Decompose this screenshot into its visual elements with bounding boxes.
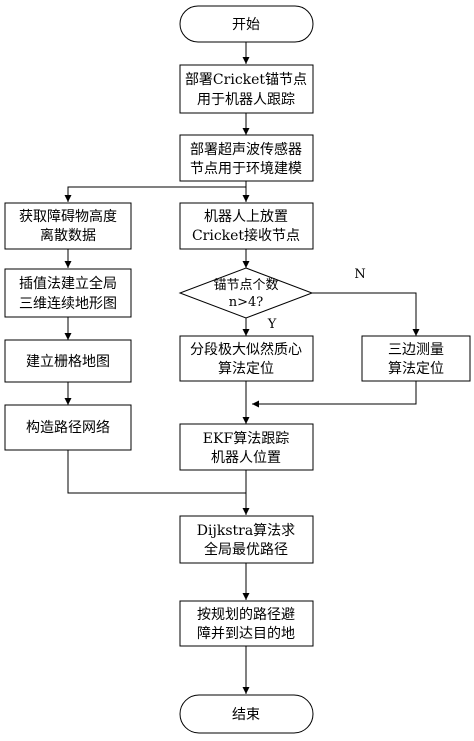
- node-grid-map: 建立栅格地图: [4, 339, 132, 383]
- deploy-ultrasonic-line-1: 部署超声波传感器: [190, 141, 302, 158]
- path-network-label: 构造路径网络: [26, 420, 110, 436]
- mle-centroid-line-1: 分段极大似然质心: [190, 341, 302, 358]
- end-label: 结束: [232, 707, 260, 723]
- node-trilateration: 三边测量 算法定位: [361, 335, 471, 382]
- edge-label-yes: Y: [267, 317, 277, 332]
- deploy-cricket-line-1: 部署Cricket锚节点: [185, 72, 307, 88]
- ekf-tracking-line-1: EKF算法跟踪: [203, 431, 289, 447]
- node-end: 结束: [179, 694, 314, 734]
- edges: [64, 42, 420, 694]
- robot-receiver-line-1: 机器人上放置: [204, 209, 288, 225]
- node-anchor-decision: 锚节点个数 n>4?: [178, 267, 314, 319]
- node-deploy-ultrasonic: 部署超声波传感器 节点用于环境建模: [179, 134, 314, 182]
- robot-receiver-box: [179, 202, 314, 250]
- mle-centroid-box: [179, 335, 314, 382]
- start-terminal-shape: [179, 5, 314, 43]
- node-path-network: 构造路径网络: [4, 404, 132, 451]
- obstacle-height-box: [4, 202, 132, 250]
- dijkstra-box: [179, 515, 314, 564]
- ekf-tracking-line-2: 机器人位置: [211, 450, 281, 466]
- interpolation-line-1: 插值法建立全局: [19, 275, 117, 292]
- robot-receiver-line-2: Cricket接收节点: [192, 227, 300, 244]
- trilateration-line-1: 三边测量: [388, 342, 444, 358]
- grid-map-label: 建立栅格地图: [26, 354, 110, 370]
- node-avoid-obstacle: 按规划的路径避 障并到达目的地: [179, 600, 314, 647]
- deploy-cricket-box: [179, 64, 314, 114]
- node-interpolation: 插值法建立全局 三维连续地形图: [4, 268, 132, 318]
- node-robot-receiver: 机器人上放置 Cricket接收节点: [179, 202, 314, 250]
- dijkstra-line-2: 全局最优路径: [204, 541, 288, 558]
- node-start: 开始: [179, 5, 314, 43]
- edge-pathnet-to-dijkstra: [67, 450, 246, 494]
- node-ekf-tracking: EKF算法跟踪 机器人位置: [179, 423, 314, 471]
- edge-deploy-ultra-to-obstacle: [64, 181, 247, 202]
- edge-label-no: N: [354, 267, 365, 282]
- grid-map-box: [4, 339, 132, 383]
- trilateration-box: [361, 335, 471, 382]
- anchor-decision-line-2: n>4?: [229, 295, 264, 310]
- anchor-decision-line-1: 锚节点个数: [213, 278, 278, 293]
- avoid-obstacle-box: [179, 600, 314, 647]
- start-label: 开始: [232, 17, 260, 33]
- deploy-cricket-line-2: 用于机器人跟踪: [197, 92, 295, 108]
- node-mle-centroid: 分段极大似然质心 算法定位: [179, 335, 314, 382]
- deploy-ultrasonic-box: [179, 134, 314, 182]
- deploy-ultrasonic-line-2: 节点用于环境建模: [190, 161, 302, 177]
- anchor-decision-diamond: [178, 267, 314, 319]
- avoid-obstacle-line-1: 按规划的路径避: [197, 607, 295, 623]
- mle-centroid-line-2: 算法定位: [218, 361, 274, 377]
- interpolation-line-2: 三维连续地形图: [19, 295, 117, 312]
- path-network-box: [4, 404, 132, 451]
- node-dijkstra: Dijkstra算法求 全局最优路径: [179, 515, 314, 564]
- dijkstra-line-1: Dijkstra算法求: [197, 523, 295, 539]
- trilateration-line-2: 算法定位: [388, 361, 444, 377]
- avoid-obstacle-line-2: 障并到达目的地: [197, 626, 295, 642]
- edge-trilat-to-ekf: [252, 381, 417, 408]
- obstacle-height-line-1: 获取障碍物高度: [19, 208, 117, 225]
- interpolation-box: [4, 268, 132, 318]
- node-deploy-cricket: 部署Cricket锚节点 用于机器人跟踪: [179, 64, 314, 114]
- edge-decision-no-to-trilat: [312, 292, 420, 336]
- obstacle-height-line-2: 离散数据: [40, 227, 96, 244]
- node-obstacle-height: 获取障碍物高度 离散数据: [4, 202, 132, 250]
- end-terminal-shape: [179, 694, 314, 734]
- ekf-tracking-box: [179, 423, 314, 471]
